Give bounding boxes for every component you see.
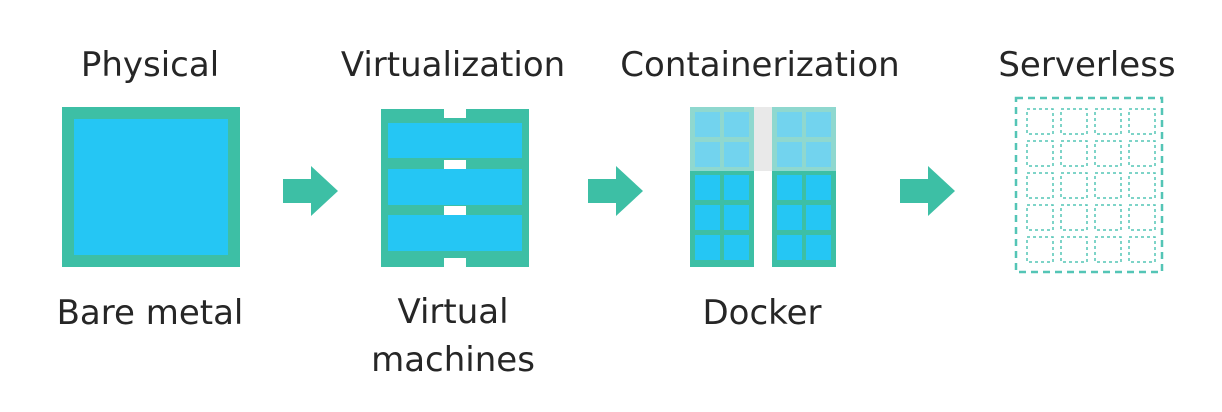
stage-title-containerization: Containerization bbox=[620, 45, 900, 85]
virtual-machines-icon bbox=[381, 109, 529, 267]
serverless-grid-icon bbox=[1014, 96, 1164, 274]
stage-caption-docker: Docker bbox=[702, 293, 822, 333]
arrow-right-icon bbox=[283, 166, 338, 216]
stage-title-serverless: Serverless bbox=[998, 45, 1176, 85]
stage-title-physical: Physical bbox=[80, 45, 220, 85]
stage-caption-bare-metal: Bare metal bbox=[56, 293, 244, 333]
arrow-right-icon bbox=[900, 166, 955, 216]
bare-metal-icon bbox=[62, 107, 240, 267]
stage-title-virtualization: Virtualization bbox=[340, 45, 566, 85]
stage-caption-virtual-machines: Virtual machines bbox=[371, 292, 535, 380]
docker-containers-icon bbox=[690, 107, 836, 267]
arrow-right-icon bbox=[588, 166, 643, 216]
